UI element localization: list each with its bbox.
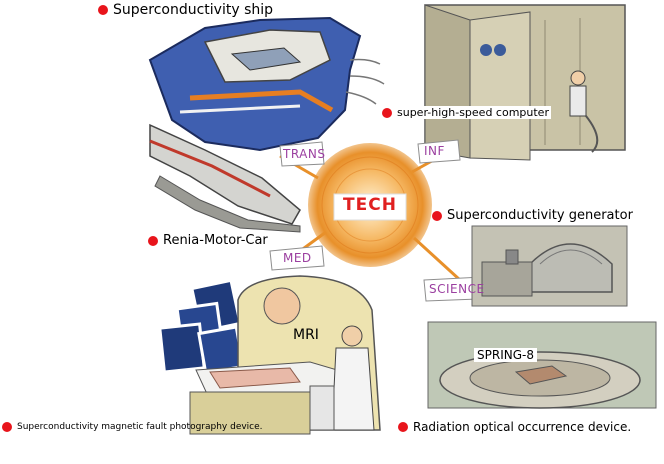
branch-med: MED (283, 251, 312, 265)
label-renia-motor-car: Renia-Motor-Car (148, 233, 268, 248)
label-text: Superconductivity magnetic fault photogr… (17, 422, 263, 432)
bullet-dot-icon (398, 422, 408, 432)
computer-illustration (424, 4, 626, 161)
bullet-dot-icon (2, 422, 12, 432)
label-mri: MRI (293, 327, 319, 343)
label-superconductivity-generator: Superconductivity generator (432, 208, 633, 223)
branch-inf: INF (424, 144, 445, 158)
spring8-illustration (427, 321, 657, 409)
branch-trans: TRANS (283, 147, 326, 161)
label-text: Superconductivity generator (447, 208, 633, 223)
branch-science: SCIENCE (429, 282, 485, 296)
scan-images (158, 278, 245, 375)
mri-illustration (158, 275, 381, 435)
bullet-dot-icon (148, 235, 158, 246)
label-text: Radiation optical occurrence device. (413, 420, 632, 434)
bullet-dot-icon (432, 210, 442, 221)
label-super-high-speed-computer: super-high-speed computer (380, 106, 551, 119)
tech-center-label: TECH (343, 195, 397, 215)
label-mri-device: Superconductivity magnetic fault photogr… (2, 422, 263, 432)
generator-illustration (471, 225, 628, 307)
label-radiation-device: Radiation optical occurrence device. (398, 420, 631, 434)
label-text: super-high-speed computer (397, 106, 549, 119)
tech-burst (279, 143, 462, 282)
bullet-dot-icon (382, 107, 392, 118)
label-superconductivity-ship: Superconductivity ship (98, 2, 273, 18)
label-text: Renia-Motor-Car (163, 233, 268, 248)
label-text: Superconductivity ship (113, 2, 274, 18)
maglev-train-illustration (149, 123, 301, 233)
label-spring8: SPRING-8 (474, 348, 537, 362)
ship-illustration (148, 16, 385, 152)
bullet-dot-icon (98, 5, 108, 15)
